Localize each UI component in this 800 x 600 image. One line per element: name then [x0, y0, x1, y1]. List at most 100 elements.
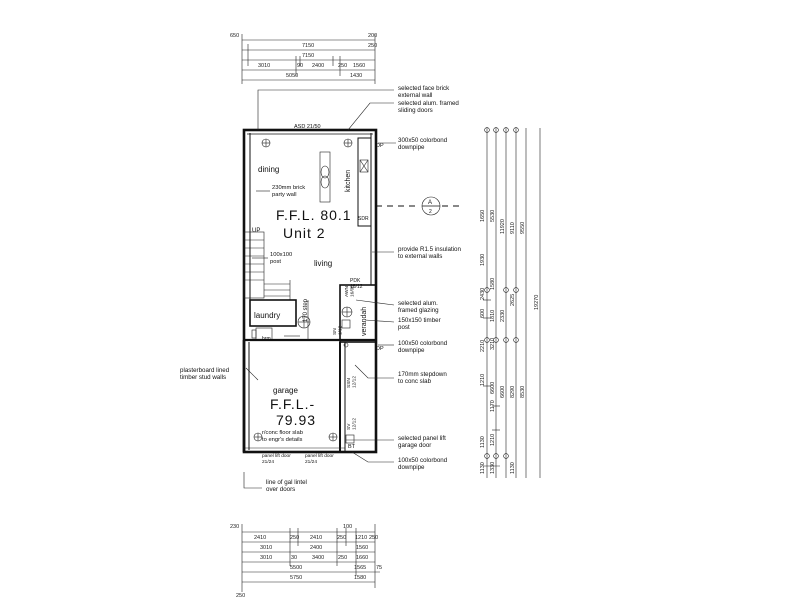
- dim-bottom-r1-0: 2410: [254, 535, 266, 541]
- dim-right-a0: 1650: [480, 210, 486, 222]
- dim-top-r0a: 650: [230, 33, 239, 39]
- dim-bottom-r2-0: 3010: [260, 545, 272, 551]
- bottom-dimensions: [241, 524, 380, 592]
- dim-bottom-r2-2: 1560: [356, 545, 368, 551]
- dim-right-d0: 9110: [510, 222, 516, 234]
- dim-bottom-r1-2: 2410: [310, 535, 322, 541]
- dim-top-r1a: 7150: [302, 43, 314, 49]
- label-ssn: SSN12/12: [346, 376, 357, 388]
- dim-right-a7: 1130: [480, 462, 486, 474]
- label-dp1: DP: [376, 143, 384, 149]
- dim-right-b2: 1810: [490, 310, 496, 322]
- label-sdr: SDR: [358, 216, 369, 222]
- dim-right-a4: 2210: [480, 340, 486, 352]
- dim-bottom-r0-0: 230: [230, 524, 239, 530]
- right-dimension-text: 1650 1930 2430 600 2210 1210 1130 1130 5530 1580 1…: [480, 210, 540, 474]
- dim-top-r1b: 250: [368, 43, 377, 49]
- dim-bottom-r1-1: 250: [290, 535, 299, 541]
- dim-right-b3: 3210: [490, 338, 496, 350]
- label-bt: BT: [348, 444, 356, 450]
- dim-right-e1: 8530: [520, 386, 526, 398]
- dim-bottom-r2-1: 2400: [310, 545, 322, 551]
- note-n5: selected alum.framed glazing: [398, 300, 439, 314]
- section-number: 2: [429, 209, 432, 215]
- dim-right-c1: 2330: [500, 310, 506, 322]
- dim-top-r2a: 7150: [302, 53, 314, 59]
- label-ffl-garage-a: F.F.L.-: [270, 396, 315, 412]
- dim-top-r4b: 1430: [350, 73, 362, 79]
- staircase: [243, 231, 291, 300]
- dim-top-r3e: 1560: [353, 63, 365, 69]
- dim-bottom-r1-3: 250: [337, 535, 346, 541]
- room-labels: dining kitchen living F.F.L. 80.1 Unit 2…: [252, 124, 384, 450]
- dim-top-r3d: 250: [338, 63, 347, 69]
- kitchen-bench: [357, 137, 372, 227]
- dim-right-a3: 600: [480, 309, 486, 318]
- dim-right-c2: 6600: [500, 386, 506, 398]
- dining-table: [319, 151, 331, 203]
- label-asd: ASD 21/50: [294, 124, 321, 130]
- dim-right-b7: 1330: [490, 462, 496, 474]
- dim-top-r3a: 3010: [258, 63, 270, 69]
- verandah-block: [339, 284, 377, 343]
- dim-bottom-r4-2: 75: [376, 565, 382, 571]
- right-dimension-lines: [483, 127, 541, 478]
- dim-bottom-r0-1: 100: [343, 524, 352, 530]
- dim-right-a2: 2430: [480, 288, 486, 300]
- dim-bottom-r3-1: 30: [291, 555, 297, 561]
- dim-right-a6: 1130: [480, 436, 486, 448]
- top-dimensions: [241, 34, 376, 84]
- dim-top-r3c: 2400: [312, 63, 324, 69]
- label-unit: Unit 2: [283, 225, 326, 241]
- dim-bottom-r4-1: 1565: [354, 565, 366, 571]
- label-ffl-garage-b: 79.93: [276, 412, 316, 428]
- label-sv: SV12/12: [346, 418, 357, 430]
- dim-bottom-r3-4: 1660: [356, 555, 368, 561]
- dim-right-a5: 1210: [480, 374, 486, 386]
- leader-lines: [243, 89, 396, 489]
- label-verandah: verandah: [361, 307, 368, 336]
- dim-right-b1: 1580: [490, 278, 496, 290]
- label-garage: garage: [273, 386, 298, 395]
- dim-bottom-r5-1: 1580: [354, 575, 366, 581]
- dim-top-r4a: 5050: [286, 73, 298, 79]
- dim-bottom-r3-0: 3010: [260, 555, 272, 561]
- label-awn: AWN16/06: [344, 285, 355, 297]
- dim-right-b4: 6600: [490, 382, 496, 394]
- dim-bottom-r3-3: 250: [338, 555, 347, 561]
- dim-bottom-r1-4: 1210: [355, 535, 367, 541]
- dim-right-e0: 9550: [520, 222, 526, 234]
- label-up: UP: [252, 228, 260, 234]
- dim-right-b6: 1210: [490, 434, 496, 446]
- column-markers: [253, 138, 353, 442]
- label-dp2: DP: [376, 346, 384, 352]
- dim-right-b5: 1170: [490, 400, 496, 412]
- dim-right-c0: 11920: [500, 219, 506, 234]
- garage-walls: [242, 340, 355, 453]
- dim-bottom-r1-5: 250: [369, 535, 378, 541]
- dim-right-b0: 5530: [490, 210, 496, 222]
- label-sn: SN1/12: [332, 325, 343, 335]
- dim-bottom-r5-0: 5750: [290, 575, 302, 581]
- dim-right-a1: 1930: [480, 254, 486, 266]
- dim-top-r3b: 90: [297, 63, 303, 69]
- label-step: 170 step: [303, 298, 309, 322]
- dim-right-d3: 1130: [510, 462, 516, 474]
